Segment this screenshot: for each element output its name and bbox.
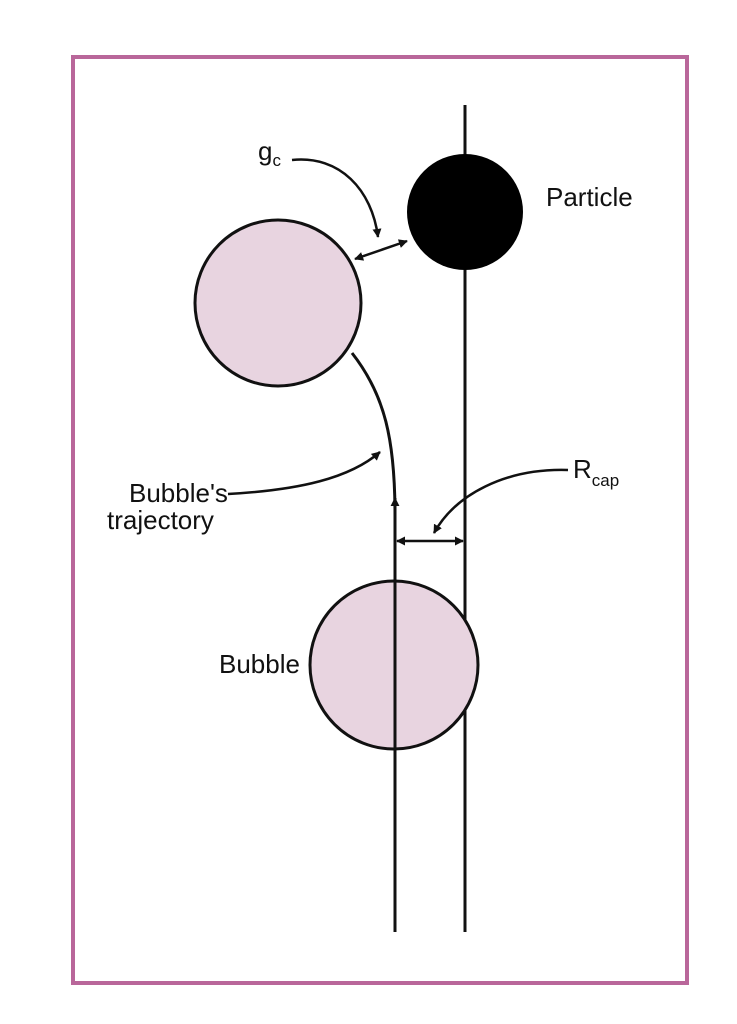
trajectory-leader	[227, 451, 381, 496]
rcap-leader	[432, 468, 569, 534]
trajectory-label-line2: trajectory	[107, 505, 214, 535]
gc-leader	[291, 158, 382, 238]
bubble-trajectory-curve	[350, 352, 397, 516]
gc-gap-arrow	[354, 239, 408, 261]
rcap-label: Rcap	[573, 454, 619, 490]
gc-label-main: g	[258, 136, 272, 166]
diagram-frame	[71, 55, 689, 985]
gc-label-sub: c	[272, 151, 281, 170]
particle-label: Particle	[546, 182, 633, 212]
gc-label: gc	[258, 136, 281, 170]
particle-circle	[407, 154, 523, 270]
rcap-label-main: R	[573, 454, 592, 484]
deflected-bubble-circle	[193, 218, 363, 388]
trajectory-label-line1: Bubble's	[129, 478, 228, 508]
bubble-label: Bubble	[219, 649, 300, 679]
rcap-label-sub: cap	[592, 471, 619, 490]
